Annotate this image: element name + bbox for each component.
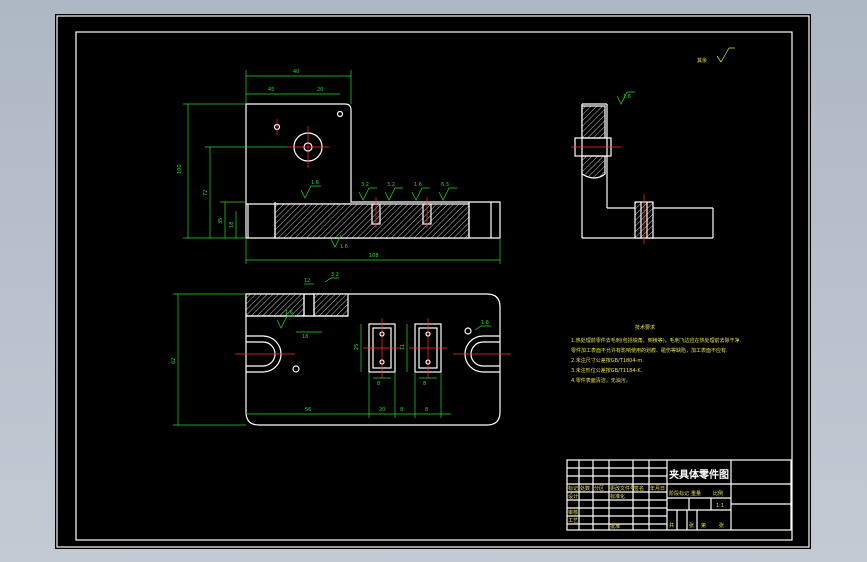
cell-process: 工艺 <box>568 518 578 524</box>
front-outline <box>245 103 501 239</box>
side-view: 1.6 <box>571 91 714 244</box>
dim-top-a: 45 <box>268 87 274 93</box>
plan-view: 62 56 20 8 8 25 11 8 8 12 18 3.2 1.6 1.6 <box>171 272 511 426</box>
dim-plan-right1: 8 <box>400 407 403 413</box>
tech-requirements-title: 技术要求 <box>635 324 655 331</box>
plan-roughness-c: 1.6 <box>481 320 489 326</box>
cell-design: 设计 <box>568 493 578 500</box>
dim-top-width: 40 <box>293 69 299 75</box>
roughness-label-c: 3.2 <box>387 182 395 188</box>
cell-mark: 标记 <box>568 485 578 492</box>
tech-line-1: 1.热处理前零件去毛刺(包括锐角、倒棱等)，毛刺飞边应在热处理前去除干净. <box>571 337 742 344</box>
dim-hole-a: 25 <box>354 344 360 350</box>
dim-slot-depth: 18 <box>302 334 308 340</box>
dim-hole-d: 8 <box>423 381 426 387</box>
cell-sheet-no: 第 <box>701 522 706 529</box>
roughness-label-d: 1.6 <box>414 182 422 188</box>
tech-line-2: 零件加工表面不允许有影响使用的划痕、碰伤等缺陷，加工表面不应有. <box>571 347 728 354</box>
roughness-label-e: 6.3 <box>441 182 449 188</box>
cell-sheet: 张 <box>719 522 724 529</box>
outer-border <box>56 15 810 548</box>
dim-top-b: 20 <box>317 87 323 93</box>
dim-plan-left: 56 <box>305 407 311 413</box>
roughness-label-a: 1.6 <box>311 180 319 186</box>
side-roughness-label: 1.6 <box>623 94 631 100</box>
cell-approve: 批准 <box>610 523 620 530</box>
cell-sheets: 张 <box>689 522 694 529</box>
scale-value: 1:1 <box>716 503 724 509</box>
roughness-label-f: 1.6 <box>340 244 348 250</box>
cell-scale: 比例 <box>713 490 723 497</box>
tech-line-3: 2.未注尺寸公差按GB/T1804-m. <box>571 357 644 364</box>
tech-line-4: 3.未注形位公差按GB/T1184-K. <box>571 367 643 374</box>
title-block: 夹具体零件图 标记 处数 分区 更改文件号 签名 年月日 设计 标准化 审核 工… <box>566 459 792 531</box>
engineering-drawing: 40 45 20 100 72 35 18 108 1.6 3.2 3.2 1.… <box>56 15 810 548</box>
dim-height-mid: 72 <box>203 190 209 196</box>
dim-height-low: 35 <box>218 218 224 224</box>
cell-sign: 签名 <box>634 485 644 492</box>
dim-slot-width: 12 <box>304 278 310 284</box>
drawing-sheet: 40 45 20 100 72 35 18 108 1.6 3.2 3.2 1.… <box>55 14 811 549</box>
cell-count: 处数 <box>580 485 590 492</box>
cell-change-doc: 更改文件号 <box>610 485 635 492</box>
cell-total: 共 <box>669 522 674 529</box>
dim-height-total: 100 <box>177 164 183 174</box>
tech-line-5: 4.零件表面清洁，无油污。 <box>571 377 631 384</box>
dim-plan-right2: 8 <box>425 407 428 413</box>
dim-base-width: 108 <box>369 253 379 259</box>
cell-weight: 重量 <box>691 490 701 497</box>
part-name: 夹具体零件图 <box>669 468 729 481</box>
plan-roughness-b: 1.6 <box>285 310 293 316</box>
cell-review: 审核 <box>568 509 578 516</box>
roughness-label-b: 3.2 <box>361 182 369 188</box>
plan-outline <box>245 293 501 426</box>
dim-height-small: 18 <box>229 222 235 228</box>
front-view: 40 45 20 100 72 35 18 108 1.6 3.2 3.2 1.… <box>177 69 501 264</box>
cell-standard: 标准化 <box>610 493 625 500</box>
other-surfaces-note: 其余 <box>697 57 707 64</box>
cell-stage: 阶段标记 <box>669 490 689 497</box>
dim-plan-mid: 20 <box>379 407 385 413</box>
cell-date: 年月日 <box>650 485 665 492</box>
cell-zone: 分区 <box>594 485 604 492</box>
dim-plan-height: 62 <box>171 358 177 364</box>
dim-hole-c: 8 <box>377 381 380 387</box>
inner-border <box>75 31 793 541</box>
dim-hole-b: 11 <box>400 344 406 350</box>
plan-roughness-a: 3.2 <box>331 272 339 278</box>
